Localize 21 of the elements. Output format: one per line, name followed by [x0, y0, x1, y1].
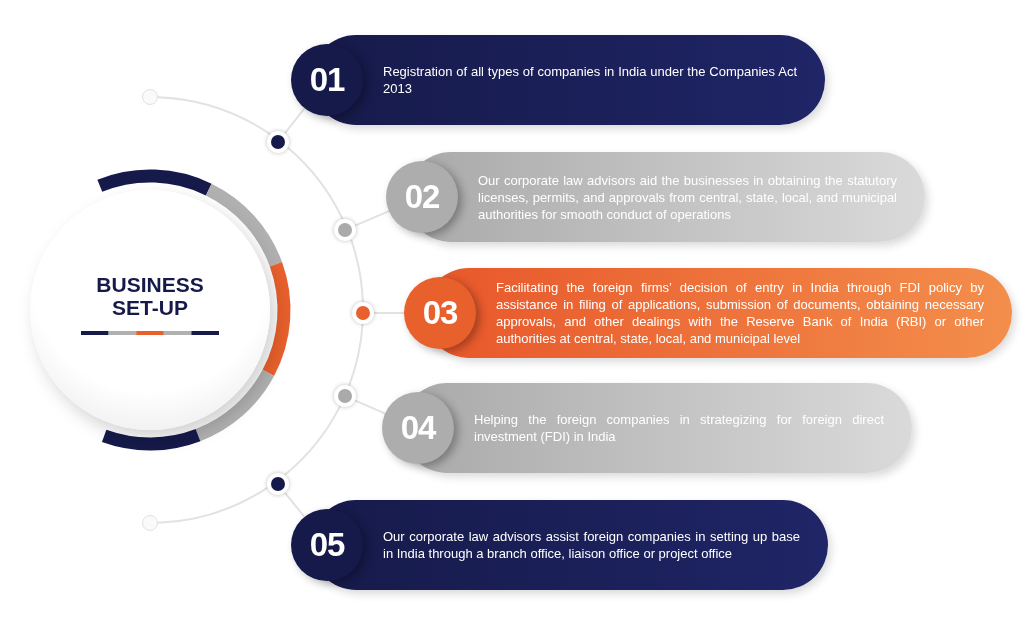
step-number: 04 [382, 392, 454, 464]
arc-line [157, 96, 272, 136]
step-description: Registration of all types of companies in India under the Companies Act 2013 [383, 63, 797, 97]
connector-line [354, 399, 387, 415]
step-number: 01 [291, 44, 363, 116]
connector-line [283, 107, 306, 135]
connector-line [354, 210, 390, 227]
arc-line [286, 146, 344, 221]
hub-title: BUSINESS SET-UP [95, 273, 205, 319]
connector-line [283, 491, 306, 518]
step-number: 05 [291, 509, 363, 581]
arc-line [349, 238, 364, 303]
arc-line [283, 404, 342, 476]
step-number: 02 [386, 161, 458, 233]
step-number: 03 [404, 277, 476, 349]
arc-line [348, 323, 364, 387]
arc-line [157, 486, 269, 524]
step-description: Our corporate law advisors assist foreign companies in setting up base in India through a branch office, liaison office or project office [383, 528, 800, 562]
step-description: Facilitating the foreign firms’ decision of entry in India through FDI policy by assistance in filing of applications, submission of documents, obtaining necessary approvals, and other dealings with the Reserve Bank of India (RBI) or other authorities at central, state, local, and municipal level [496, 279, 984, 347]
arc-end-dot [142, 515, 158, 531]
arc-end-dot [142, 89, 158, 105]
